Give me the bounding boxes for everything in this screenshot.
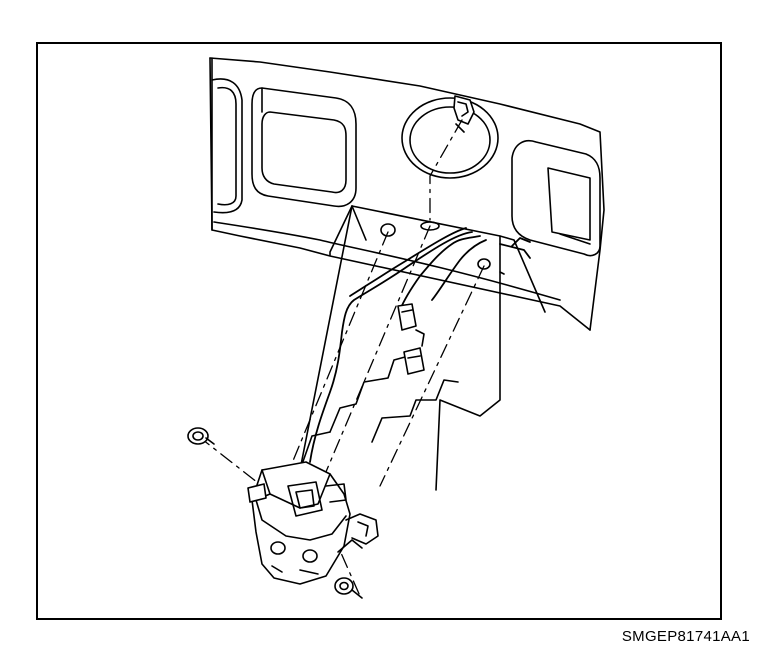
exploded-panel-outline	[299, 205, 501, 491]
figure-caption: SMGEP81741AA1	[621, 628, 750, 645]
trunk-latch-assembly	[247, 461, 379, 585]
left-panel-cutout	[211, 78, 243, 214]
mounting-hole	[380, 221, 491, 270]
round-access-hole	[401, 95, 499, 179]
trunk-lid-panel	[209, 57, 605, 331]
bolt-icon	[334, 577, 363, 599]
bolt-icon	[187, 427, 215, 445]
center-panel-cutout	[251, 87, 357, 208]
illustration-frame	[36, 42, 722, 620]
wiring-harness	[309, 227, 531, 463]
latch-reinforcement-panel	[329, 205, 546, 313]
right-panel-cutout	[511, 140, 601, 257]
harness-connector	[397, 303, 425, 375]
